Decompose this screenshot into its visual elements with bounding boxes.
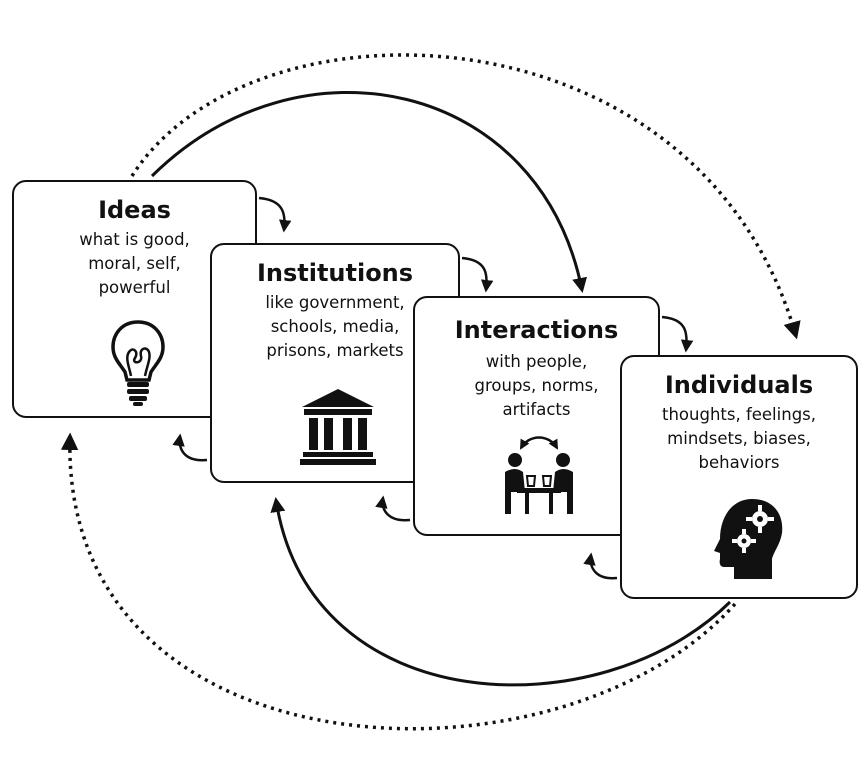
card-title: Ideas bbox=[98, 196, 171, 224]
lightbulb-icon bbox=[111, 320, 165, 406]
head-with-gears-icon bbox=[714, 499, 783, 579]
card-interactions: Interactions with people, groups, norms,… bbox=[413, 296, 660, 536]
arrow-ideas-to-institutions bbox=[258, 196, 292, 233]
card-line: groups, norms, bbox=[474, 376, 599, 395]
people-interacting-icon bbox=[505, 436, 573, 514]
card-individuals: Individuals thoughts, feelings, mindsets… bbox=[620, 355, 858, 599]
card-line: moral, self, bbox=[88, 254, 181, 273]
arrow-institutions-to-interactions bbox=[461, 256, 494, 293]
card-line: what is good, bbox=[79, 230, 190, 249]
arrow-interactions-to-individuals bbox=[661, 315, 694, 353]
government-building-icon bbox=[300, 389, 376, 465]
card-title: Institutions bbox=[256, 259, 414, 287]
card-line: prisons, markets bbox=[266, 341, 404, 360]
card-line: behaviors bbox=[698, 453, 780, 472]
arrow-institutions-to-ideas bbox=[172, 433, 208, 462]
card-line: like government, bbox=[265, 293, 405, 312]
card-line: schools, media, bbox=[270, 317, 400, 336]
card-title: Interactions bbox=[454, 316, 619, 344]
arc-ideas-to-interactions bbox=[150, 90, 587, 293]
card-line: thoughts, feelings, bbox=[661, 405, 817, 424]
dotted-arc-individuals-to-ideas bbox=[60, 432, 737, 731]
card-title: Individuals bbox=[664, 371, 814, 399]
arrow-individuals-to-interactions bbox=[583, 552, 618, 580]
card-line: mindsets, biases, bbox=[667, 429, 811, 448]
card-line: with people, bbox=[485, 352, 588, 371]
arrow-interactions-to-institutions bbox=[375, 495, 411, 522]
arc-individuals-to-institutions bbox=[270, 497, 732, 687]
card-line: artifacts bbox=[502, 400, 571, 419]
card-line: powerful bbox=[98, 278, 171, 297]
dotted-arc-ideas-to-individuals bbox=[130, 53, 801, 340]
